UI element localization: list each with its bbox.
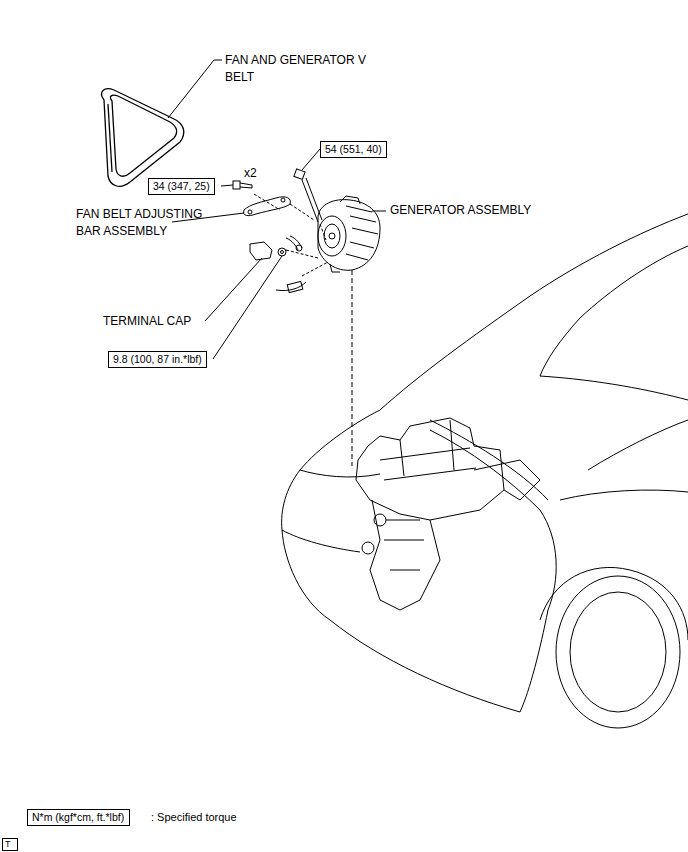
terminal-parts (250, 236, 328, 293)
legend-box: N*m (kgf*cm, ft.*lbf) (27, 809, 130, 826)
generator (318, 196, 380, 272)
part-name: TERMINAL CAP (103, 313, 191, 330)
bolts (233, 181, 280, 210)
box-text: 9.8 (100, 87 in.*lbf) (113, 353, 202, 366)
box-text: 54 (551, 40) (325, 143, 382, 156)
part-name: FAN BELT ADJUSTING BAR ASSEMBLY (76, 206, 221, 240)
install-line (352, 270, 353, 466)
part-name: GENERATOR ASSEMBLY (390, 202, 531, 219)
vehicle-outline (282, 214, 688, 728)
box-text: 34 (347, 25) (153, 180, 210, 193)
adjusting-bar (244, 197, 314, 220)
v-belt (102, 89, 184, 187)
page-mark-box: T (2, 838, 18, 851)
torque-box: 9.8 (100, 87 in.*lbf) (108, 351, 207, 368)
box-text: T (5, 839, 15, 850)
torque-box: 34 (347, 25) (148, 178, 215, 195)
torque-box: 54 (551, 40) (320, 141, 387, 158)
through-bolt (294, 169, 326, 240)
part-name: FAN AND GENERATOR V BELT (225, 52, 390, 86)
quantity-note: x2 (244, 165, 257, 182)
box-text: N*m (kgf*cm, ft.*lbf) (32, 811, 125, 824)
legend-text: : Specified torque (151, 810, 237, 825)
engine (356, 418, 540, 610)
